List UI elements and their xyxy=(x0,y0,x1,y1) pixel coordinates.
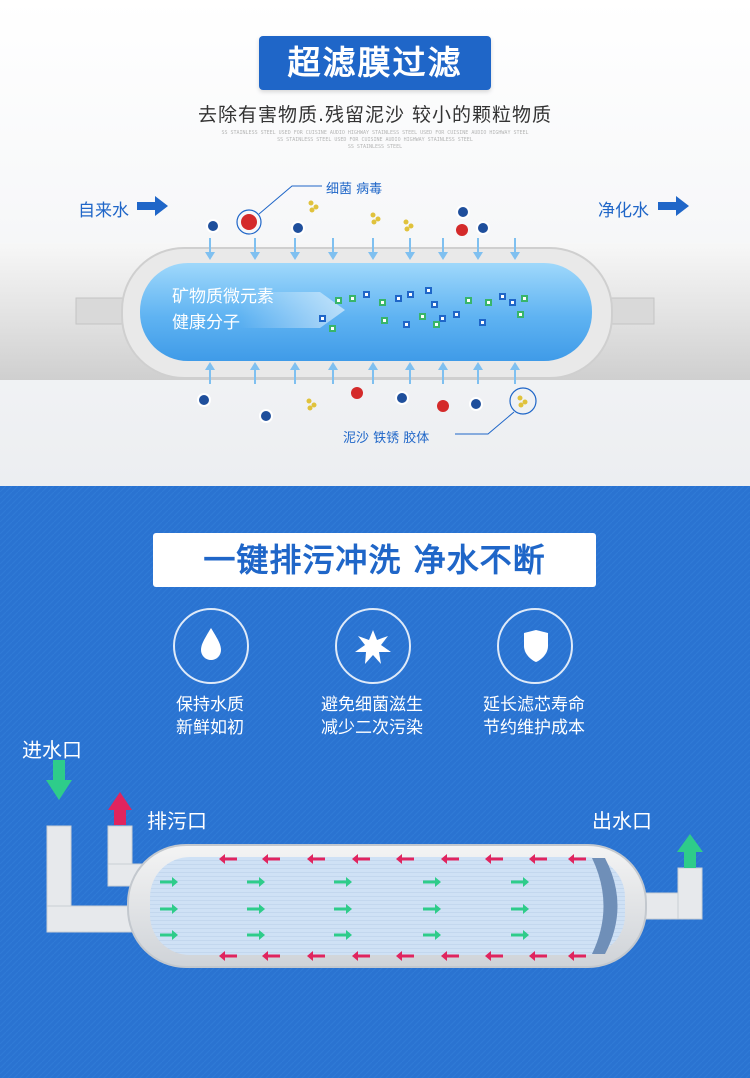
bacteria-virus-label: 细菌 病毒 xyxy=(326,182,383,197)
feature-lifespan-line2: 节约维护成本 xyxy=(483,718,585,738)
feature-freshness-line2: 新鲜如初 xyxy=(176,718,244,738)
feature-circle-bacteria xyxy=(335,608,411,684)
inlet-label: 自来水 xyxy=(78,201,129,221)
fine-print-line-1: SS STAINLESS STEEL USED FOR CUISINE AUDI… xyxy=(221,130,529,136)
feature-bacteria-line1: 避免细菌滋生 xyxy=(321,695,423,715)
flow-stream xyxy=(240,292,345,328)
bacteria-particles xyxy=(241,214,468,412)
drain-port-label: 排污口 xyxy=(147,809,207,833)
outlet-port-label: 出水口 xyxy=(592,809,652,833)
bacteria-callout-ring xyxy=(236,209,262,235)
sediment-callout-ring xyxy=(509,387,537,415)
ultrafiltration-title: 超滤膜过滤 xyxy=(259,36,491,90)
inflow-arrowheads-bottom xyxy=(205,362,520,370)
tube-text-molecules: 健康分子 xyxy=(172,313,240,333)
feature-circle-lifespan xyxy=(497,608,573,684)
inlet-port-label: 进水口 xyxy=(22,738,82,762)
tube-text-minerals: 矿物质微元素 xyxy=(172,287,274,307)
feature-lifespan-line1: 延长滤芯寿命 xyxy=(483,695,585,715)
feature-freshness-line1: 保持水质 xyxy=(176,695,244,715)
ultrafiltration-subtitle: 去除有害物质.残留泥沙 较小的颗粒物质 xyxy=(197,104,553,126)
sediment-rust-colloid-label: 泥沙 铁锈 胶体 xyxy=(343,431,430,446)
sediment-particles xyxy=(306,200,528,411)
flush-slogan: 一键排污冲洗 净水不断 xyxy=(153,533,596,587)
blue-particles-outside xyxy=(197,205,490,423)
ultrafiltration-diagram xyxy=(0,185,750,435)
feature-bacteria-line2: 减少二次污染 xyxy=(321,718,423,738)
fine-print-line-2: SS STAINLESS STEEL USED FOR CUISINE AUDI… xyxy=(277,137,473,143)
mineral-molecules xyxy=(319,287,528,332)
sediment-callout-line xyxy=(455,411,515,435)
outlet-arrow xyxy=(658,196,689,216)
inflow-arrowheads-top xyxy=(205,252,520,260)
outlet-label: 净化水 xyxy=(598,201,649,221)
fine-print-line-3: SS STAINLESS STEEL xyxy=(347,144,403,150)
inlet-arrow xyxy=(137,196,168,216)
bacteria-callout-line xyxy=(258,185,322,215)
filter-tube xyxy=(140,263,592,361)
feature-circle-freshness xyxy=(173,608,249,684)
